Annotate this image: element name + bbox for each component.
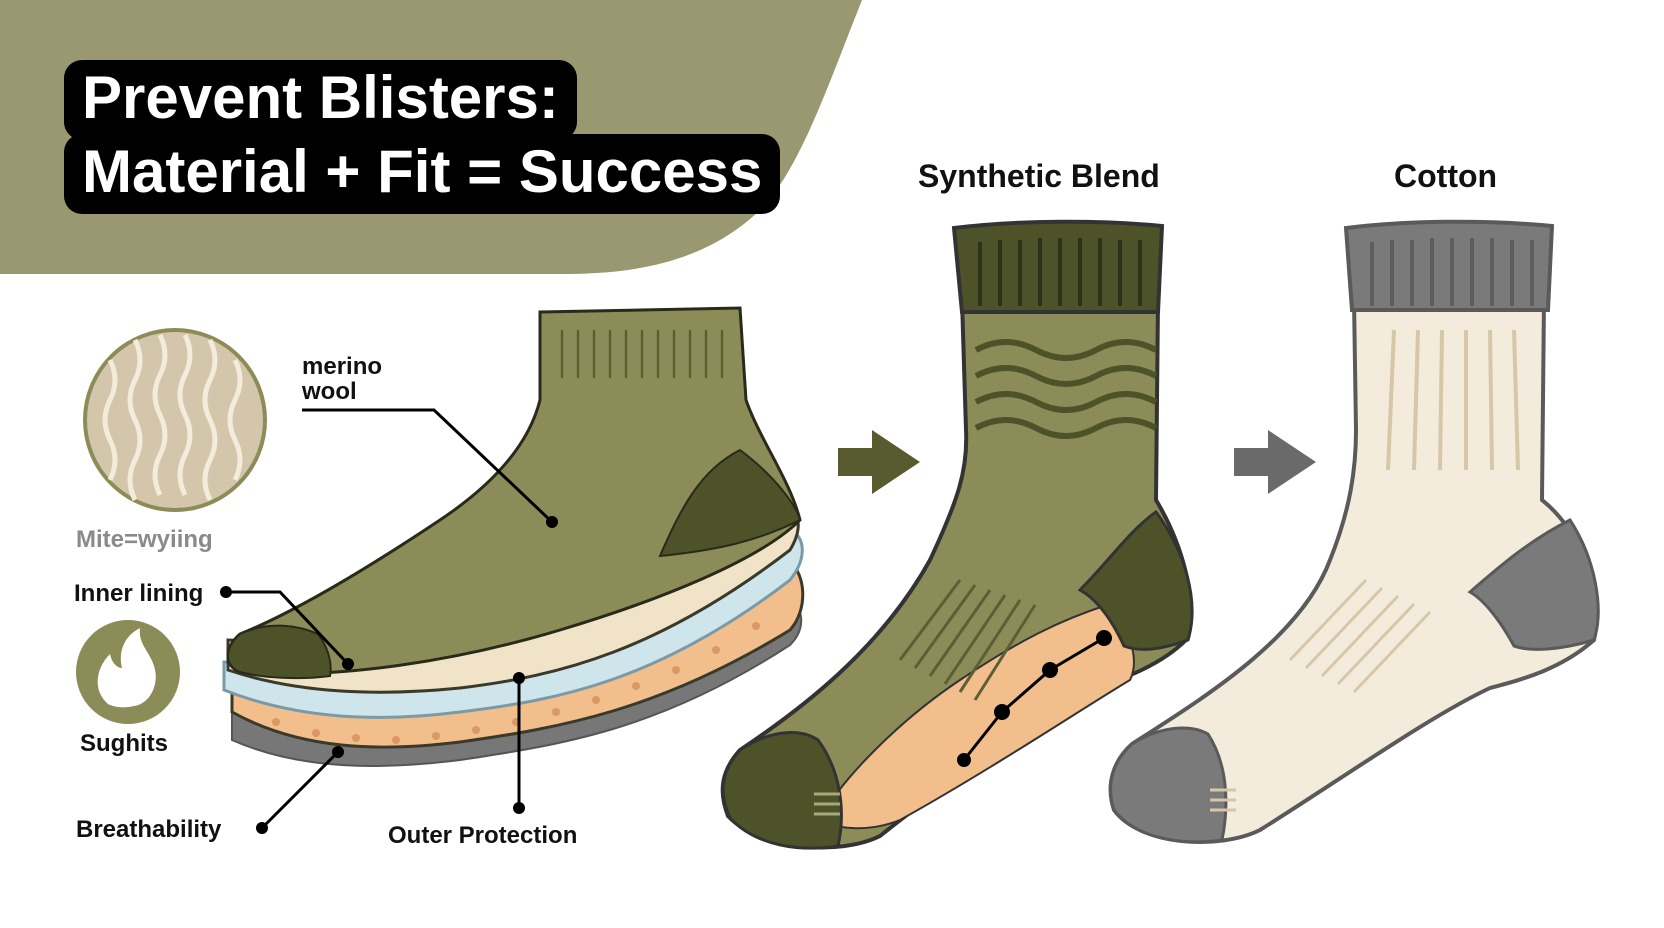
arrow-right-icon	[1234, 430, 1316, 494]
heading-cotton: Cotton	[1394, 158, 1498, 194]
title-line-2: Material + Fit = Success	[64, 134, 781, 214]
synthetic-sock-illustration	[720, 219, 1194, 850]
synthetic-arch-ribs	[898, 579, 1037, 701]
layered-sock-illustration	[222, 306, 805, 767]
cotton-cuff-ribs	[1370, 238, 1534, 306]
page-title: Prevent Blisters: Material + Fit = Succe…	[64, 60, 844, 214]
synthetic-sock-heel	[1077, 509, 1194, 651]
cotton-leg-ribs	[1386, 329, 1520, 471]
cotton-sock-cuff	[1343, 219, 1555, 312]
label-breathability: Breathability	[76, 816, 222, 843]
sock-toe-patch	[227, 624, 332, 680]
label-wicking: Mite=wyiing	[76, 526, 213, 553]
cotton-sock-toe	[1109, 726, 1228, 844]
synthetic-cuff-ribs	[978, 238, 1142, 306]
cotton-toe-stitches	[1210, 788, 1236, 812]
arrow-right-icon	[838, 430, 920, 494]
title-line-1: Prevent Blisters:	[64, 60, 577, 140]
heading-synthetic-blend: Synthetic Blend	[918, 158, 1160, 194]
synthetic-sock-waves	[974, 339, 1158, 439]
flame-drop-icon	[76, 620, 180, 724]
synthetic-sock-toe	[721, 731, 843, 850]
label-outer-protection: Outer Protection	[388, 822, 578, 849]
synthetic-seam-dots	[957, 630, 1112, 767]
callout-dots	[220, 516, 558, 834]
label-merino-line2: wool	[302, 378, 357, 405]
label-sughits: Sughits	[80, 730, 168, 757]
cotton-arch-ribs	[1288, 578, 1432, 694]
callout-lines	[226, 408, 554, 830]
sock-cuff-ribs	[560, 330, 724, 378]
label-inner-lining: Inner lining	[74, 580, 204, 607]
cushion-dots	[272, 622, 760, 744]
label-merino-line1: merino	[302, 353, 383, 380]
sock-heel-patch	[658, 448, 802, 558]
synthetic-toe-stitches	[814, 792, 840, 816]
cotton-sock-illustration	[1108, 219, 1600, 844]
wool-texture-icon	[83, 328, 267, 512]
cotton-sock-heel	[1467, 518, 1600, 651]
synthetic-sock-sole-panel	[818, 602, 1135, 830]
